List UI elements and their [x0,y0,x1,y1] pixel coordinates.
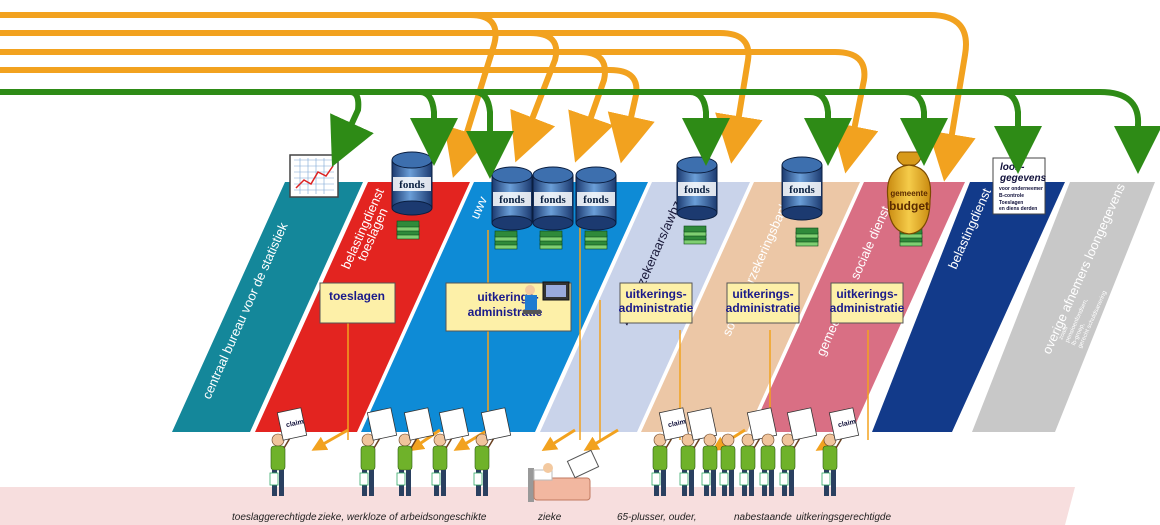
toeslagen-box-label: toeslagen [329,289,385,303]
citizen-figure [431,407,470,496]
claim-placard-label: claim [668,419,687,430]
loongegevens-sub1: voor onderneemer [999,186,1043,192]
toeslagen-box [319,282,396,324]
fonds-barrel-icon: fonds [676,156,718,221]
citizen-figure: claim [821,407,860,496]
money-stack-icon [396,220,420,240]
bottom-labels: toeslaggerechtigde zieke, werkloze of ar… [232,512,891,523]
fonds-label: fonds [583,194,609,206]
loongegevens-sub3: Toeslagen [999,200,1023,206]
label-toeslaggerechtigde: toeslaggerechtigde [232,512,317,523]
label-nabestaande: nabestaande [734,512,792,523]
loongegevens-title2: gegevens [999,173,1047,184]
orange-data-arrows [0,12,976,182]
loongegevens-title1: loon- [1000,162,1025,173]
svb-admin-box [726,282,800,324]
label-65-plusser: 65-plusser, ouder, [617,512,697,523]
citizen-figure: claim [651,407,690,496]
band-cbs [172,182,363,432]
fonds-barrels: fonds fonds fonds fonds fonds fonds [391,151,823,231]
fonds-label: fonds [499,194,525,206]
fonds-label: fonds [684,184,710,196]
claim-placard-label: claim [838,419,857,430]
sick-person-bed-icon [528,449,600,502]
gemeente-budget-bag-icon: gemeente budget [886,151,932,235]
citizen-figure: claim [269,407,308,496]
fonds-barrel-icon: fonds [391,151,433,216]
money-stack-icon [584,230,608,250]
claim-placard-label: claim [286,419,305,430]
label-uitkeringsgerechtigde: uitkeringsgerechtigde [796,512,891,523]
citizen-figure [359,407,398,496]
citizen-figure [759,433,776,496]
fonds-barrel-icon: fonds [532,166,574,231]
svb-box-line2: administratie [726,301,801,315]
uwv-box-line2: administratie [468,305,543,319]
citizen-floor [0,487,1075,525]
citizen-figure [679,407,718,496]
citizens-group: claim claim claim [269,407,860,496]
loongegevens-sub4: en diens derden [999,206,1037,212]
green-data-arrows [0,89,1160,179]
fonds-label: fonds [399,179,425,191]
band-overige [972,182,1155,432]
budget-line2: budget [889,199,929,213]
gsd-box-line2: administratie [830,301,905,315]
money-stack-icon [494,230,518,250]
fonds-barrel-icon: fonds [781,156,823,221]
loongegevens-document-icon: loon- gegevens voor onderneemer B-contro… [992,157,1047,215]
money-stack-icon [683,225,707,245]
uwv-box-line1: uitkerings- [477,290,538,304]
zorg-box-line1: uitkerings- [625,287,686,301]
fonds-barrel-icon: fonds [575,166,617,231]
label-zieke-werkloze: zieke, werkloze of arbeidsongeschikte [317,512,487,523]
flow-lines [347,215,869,440]
fonds-label: fonds [540,194,566,206]
money-stack-icon [795,227,819,247]
fonds-barrel-icon: fonds [491,166,533,231]
citizen-figure [396,407,435,496]
statistics-chart-icon [289,154,339,198]
gsd-box-line1: uitkerings- [836,287,897,301]
loongegevens-sub2: B-controle [999,193,1024,199]
gsd-admin-box [830,282,904,324]
svb-box-line1: uitkerings- [732,287,793,301]
band-belastingdienst [872,182,1065,432]
citizen-figure [779,407,818,496]
zorg-box-line2: administratie [619,301,694,315]
citizen-figure [739,407,778,496]
citizen-figure [719,433,736,496]
citizen-figure [473,407,512,496]
label-zieke: zieke [537,512,562,523]
money-stack-icon [539,230,563,250]
fonds-label: fonds [789,184,815,196]
money-stacks [396,220,923,250]
computer-operator-icon [523,281,570,314]
overige-sub-1: zoals [1058,326,1069,341]
budget-line1: gemeente [890,189,928,198]
zorg-admin-box [619,282,693,324]
citizen-figure [701,433,718,496]
admin-boxes: toeslagen uitkerings- administratie uitk… [319,282,905,332]
